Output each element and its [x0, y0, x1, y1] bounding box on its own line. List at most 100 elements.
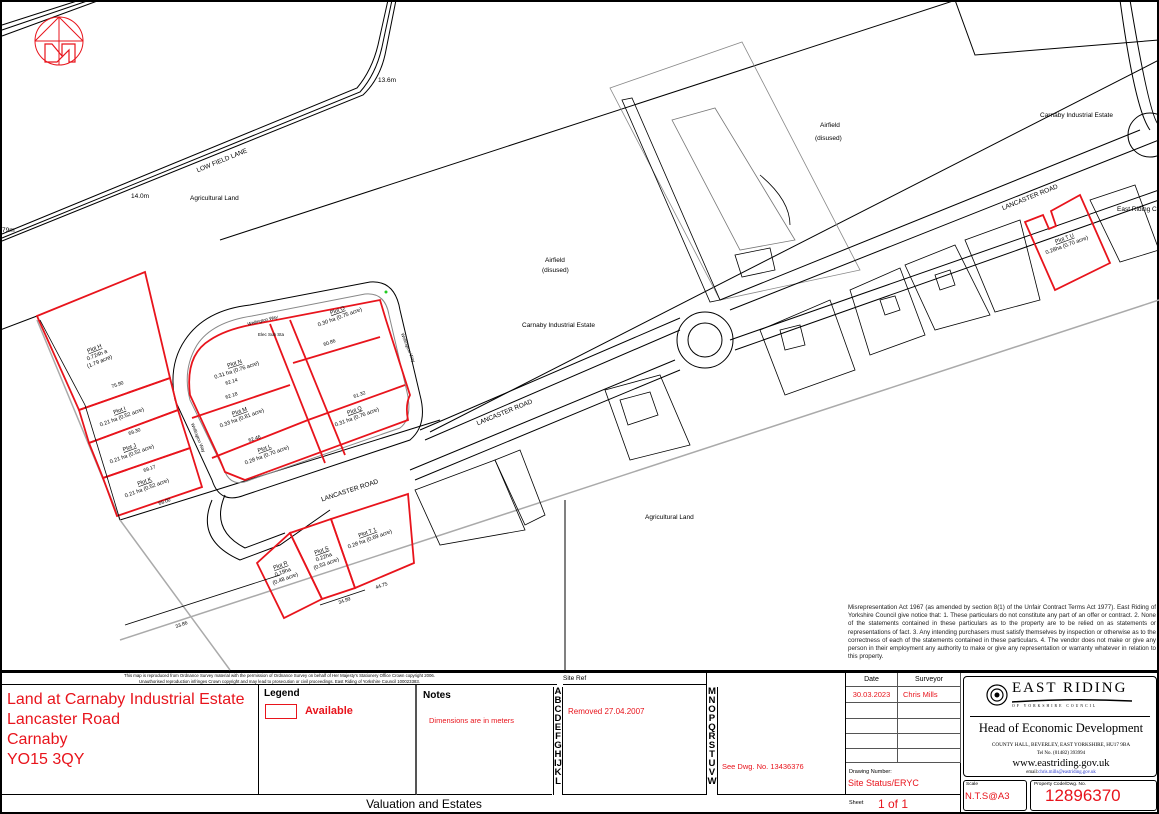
plot-label: Plot M0.33 ha (0.81 acre) [217, 401, 265, 429]
plot-divider [211, 419, 309, 459]
dimension-label: 75.90 [111, 380, 125, 390]
plot-name: Plot K [137, 477, 153, 488]
legend-available-label: Available [305, 705, 353, 717]
drawing-number-value: Site Status/ERYC [848, 778, 919, 788]
airfield-label: Airfield [545, 257, 565, 264]
building [954, 0, 1159, 56]
website-link[interactable]: www.eastriding.gov.uk [1012, 758, 1110, 769]
plot-h-outline[interactable] [35, 270, 172, 412]
plot-nmloq-outline[interactable] [188, 298, 411, 481]
revision-letters: ABCDEFGHIJKL [553, 687, 563, 795]
airfield [609, 41, 861, 303]
title-block: This map is reproduced from Ordnance Sur… [0, 672, 1159, 814]
revision-table: Date Surveyor 30.03.2023 Chris Mills Dra… [846, 673, 961, 813]
dimension-label: 62.14 [225, 377, 239, 387]
substation-label: Elec Sub Sta [258, 332, 285, 337]
sheet-label: Sheet [849, 800, 864, 806]
see-drawing-panel: See Dwg. No. 13436376 [718, 673, 846, 795]
office-name: Head of Economic Development [978, 721, 1144, 735]
land-label: Agricultural Land [190, 195, 239, 202]
revision-letters: MNOPQRSTUVW [707, 687, 718, 795]
telephone: Tel No. (01482) 393994 [1036, 751, 1086, 756]
property-code-box: Property Code/Dwg. No. 12896370 [1030, 780, 1157, 811]
plot-t1-outline[interactable] [329, 492, 415, 590]
department-name: Valuation and Estates [366, 797, 482, 811]
low-field-lane [1, 0, 397, 242]
wellington-way [172, 281, 423, 561]
plot-name: Plot Q [346, 405, 363, 416]
plot-name: Plot L [257, 444, 272, 454]
land-label: Agricultural Land [645, 514, 694, 521]
available-plots [35, 193, 1112, 620]
airfield-label: (disused) [815, 135, 842, 142]
plot-label: Plot T 10.28 ha (0.69 acre) [345, 522, 393, 550]
road-label-lancaster: LANCASTER ROAD [320, 478, 379, 503]
email-label: email: [1026, 770, 1039, 775]
marker-point [384, 290, 388, 294]
date-header: Date [846, 673, 898, 687]
site-plan-map: LOW FIELD LANE Agricultural Land Agricul… [0, 0, 1159, 672]
site-address: Land at Carnaby Industrial Estate Lancas… [2, 685, 259, 795]
road-label-wellington: Wellington Way [400, 332, 417, 363]
plot-label: Plot J0.21 ha (0.52 acre) [107, 437, 155, 465]
plot-area: 0.22ha [315, 552, 334, 564]
building-label: East Riding C [1117, 206, 1157, 213]
yorkshire-rose-icon [986, 684, 1008, 706]
plot-name: Plot I [113, 406, 127, 416]
copyright-line: This map is reproduced from Ordnance Sur… [124, 673, 435, 678]
plot-name: Plot O [329, 305, 346, 316]
estate-label: Carnaby Industrial Estate [1040, 112, 1113, 119]
office-address: COUNTY HALL, BEVERLEY, EAST YORKSHIRE, H… [991, 742, 1131, 748]
plot-divider [292, 336, 381, 364]
dimension-label: 60.86 [323, 338, 337, 348]
plot-area: 0.19ha [274, 567, 293, 579]
airfield-label: Airfield [820, 122, 840, 129]
plot-divider [307, 384, 406, 421]
legend-title: Legend [264, 688, 300, 699]
plot-k-outline[interactable] [101, 446, 204, 518]
north-arrow-icon [34, 16, 84, 66]
plot-name: Plot S [314, 546, 330, 557]
airfield-label: (disused) [542, 267, 569, 274]
scale-label: Scale [966, 782, 978, 787]
misrepresentation-disclaimer: Misrepresentation Act 1967 (as amended b… [848, 604, 1156, 661]
notes-panel: Notes Dimensions are in meters [417, 685, 552, 795]
address-line: YO15 3QY [7, 751, 85, 768]
notes-title: Notes [423, 690, 451, 701]
site-ref-label: Site Ref [563, 673, 706, 685]
plot-name: Plot J [122, 443, 137, 453]
spot-height: 14.0m [131, 193, 149, 200]
email-link[interactable]: chris.mills@eastriding.gov.uk [1038, 770, 1096, 775]
road-label-lancaster: LANCASTER ROAD [1001, 183, 1059, 212]
dimension-label: 69.00 [158, 497, 172, 507]
dimension-label: 69.30 [128, 427, 142, 437]
lancaster-road [409, 112, 1159, 481]
field-boundary [0, 0, 1159, 672]
plot-name: Plot H [87, 343, 103, 354]
address-line: Carnaby [7, 731, 68, 748]
plot-divider [289, 319, 346, 456]
dimension-label: 61.32 [353, 390, 367, 400]
site-ref-value: Removed 27.04.2007 [568, 707, 645, 716]
plot-name: Plot R [273, 561, 289, 572]
buildings [414, 184, 1159, 546]
see-drawing-ref: See Dwg. No. 13436376 [722, 762, 804, 771]
council-name: EAST RIDING [1012, 680, 1128, 696]
legend-available-swatch [265, 704, 297, 719]
notes-text: Dimensions are in meters [429, 716, 515, 725]
map-border [0, 0, 1159, 672]
spot-height: 13.6m [378, 77, 396, 84]
scale-value: N.T.S@A3 [965, 791, 1010, 802]
plot-name: Plot M [231, 406, 248, 417]
site-ref-panel: Site Ref Removed 27.04.2007 [563, 673, 707, 795]
council-logo-box: EAST RIDING OF YORKSHIRE COUNCIL Head of… [963, 676, 1157, 777]
property-code-value: 12896370 [1045, 786, 1121, 805]
council-subtitle: OF YORKSHIRE COUNCIL [1012, 704, 1098, 708]
plot-label: Plot S0.22ha(0.53 acre) [308, 544, 340, 572]
scale-box: Scale N.T.S@A3 [963, 780, 1027, 811]
plot-name: Plot N [227, 359, 243, 369]
plot-tu-outline[interactable] [1023, 193, 1112, 292]
drawing-number-cell: Drawing Number: Site Status/ERYC [846, 763, 961, 795]
dimension-label: 62.46 [248, 434, 262, 444]
dimension-label: 33.86 [175, 620, 189, 630]
